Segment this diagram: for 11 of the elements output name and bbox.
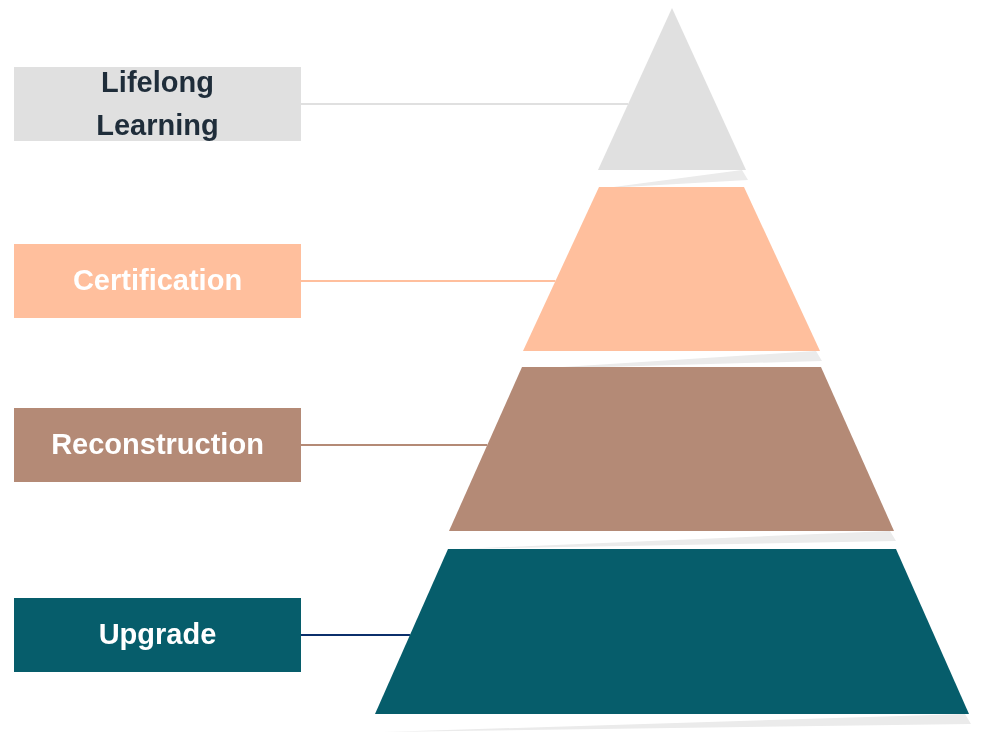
- label-box: [14, 598, 301, 672]
- connector-line: [300, 634, 411, 636]
- level-label: Reconstruction: [51, 427, 264, 463]
- label-box: [14, 244, 301, 318]
- label-box: [14, 408, 301, 482]
- level-label: Certification: [72, 263, 243, 299]
- connector-line: [300, 444, 489, 446]
- level-label: Lifelong Learning: [95, 64, 220, 143]
- label-box: [14, 67, 301, 141]
- level-label: Upgrade: [98, 617, 217, 653]
- connector-line: [300, 280, 557, 282]
